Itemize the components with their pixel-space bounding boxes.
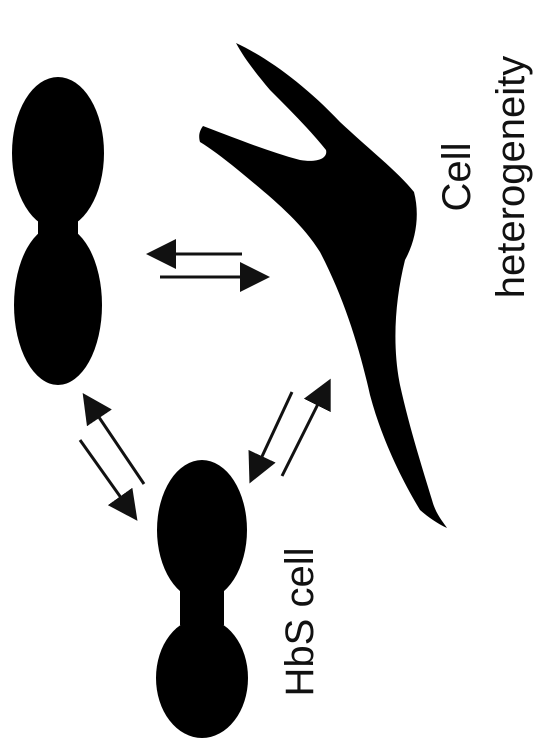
cell-heterogeneity-label-line2: heterogeneity <box>489 56 533 298</box>
cell-heterogeneity-label-line1: Cell <box>435 143 479 212</box>
sickle-cell-shape <box>199 43 447 528</box>
arrows-top-to-sickle <box>152 254 264 277</box>
hbs-cell-shape <box>156 460 248 738</box>
arrows-sickle-to-hbs <box>252 384 328 478</box>
arrow-down-right <box>80 440 134 516</box>
arrow-up-left <box>86 398 144 484</box>
normal-cell-top <box>12 77 104 385</box>
arrows-top-to-hbs <box>80 398 144 516</box>
hbs-cell-label: HbS cell <box>278 548 322 697</box>
